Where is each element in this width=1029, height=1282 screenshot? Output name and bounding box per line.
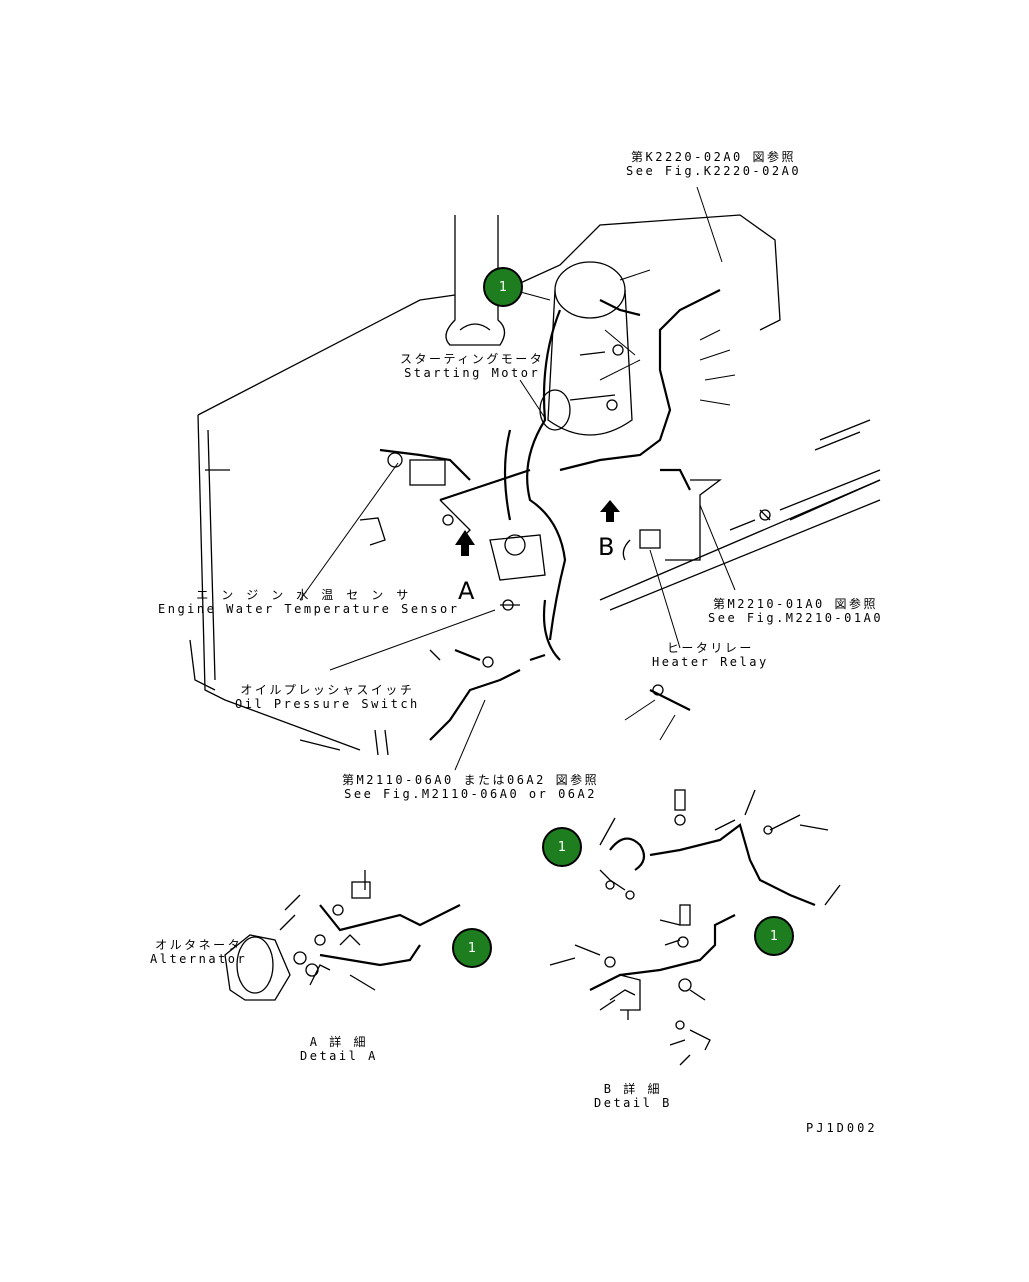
label-en: Detail B xyxy=(594,1096,672,1110)
oil-pressure-harness xyxy=(429,648,691,741)
label-jp: ヒータリレー xyxy=(666,641,754,655)
label-en: See Fig.M2110-06A0 or 06A2 xyxy=(344,787,597,801)
callout-part-1-detail-b-right[interactable]: 1 xyxy=(754,916,794,956)
drawing-code: PJ1D002 xyxy=(806,1121,878,1135)
label-en: See Fig.M2210-01A0 xyxy=(708,611,884,625)
label-jp: オルタネータ xyxy=(155,938,243,952)
detail-a-drawing xyxy=(224,870,461,1001)
label-jp: 第K2220-02A0 図参照 xyxy=(631,150,797,164)
label-jp: 第M2110-06A0 または06A2 図参照 xyxy=(342,773,600,787)
label-en: Alternator xyxy=(150,952,248,966)
label-jp: B 詳 細 xyxy=(603,1082,662,1096)
label-detail-b: B 詳 細 Detail B xyxy=(594,1082,672,1110)
engine-body-outline xyxy=(189,214,881,756)
label-see-fig-m2110: 第M2110-06A0 または06A2 図参照 See Fig.M2110-06… xyxy=(342,773,599,801)
label-jp: オイルプレッシャスイッチ xyxy=(240,683,415,697)
label-en: Detail A xyxy=(300,1049,378,1063)
label-jp: 第M2210-01A0 図参照 xyxy=(713,597,879,611)
callout-part-1-detail-a[interactable]: 1 xyxy=(452,928,492,968)
callout-part-1[interactable]: 1 xyxy=(483,267,523,307)
callout-part-1-detail-b-left[interactable]: 1 xyxy=(542,827,582,867)
label-starting-motor: スターティングモータ Starting Motor xyxy=(400,352,544,380)
label-heater-relay: ヒータリレー Heater Relay xyxy=(652,641,769,669)
wire-harness xyxy=(379,289,721,661)
intake-pipe xyxy=(445,215,506,346)
label-detail-a: A 詳 細 Detail A xyxy=(300,1035,378,1063)
leader-lines xyxy=(299,186,736,771)
view-letter-b: B xyxy=(598,533,615,561)
label-jp: A 詳 細 xyxy=(309,1035,368,1049)
label-engine-water-temp-sensor: エンジン水温センサ Engine Water Temperature Senso… xyxy=(158,588,459,616)
label-see-fig-m2210: 第M2210-01A0 図参照 See Fig.M2210-01A0 xyxy=(708,597,883,625)
label-jp: スターティングモータ xyxy=(400,352,545,366)
label-en: Engine Water Temperature Sensor xyxy=(158,602,460,616)
view-letter-a: A xyxy=(458,577,475,605)
starting-motor xyxy=(539,261,633,436)
label-en: Starting Motor xyxy=(404,366,541,380)
view-arrows xyxy=(455,500,620,556)
label-en: Oil Pressure Switch xyxy=(235,697,420,711)
label-en: See Fig.K2220-02A0 xyxy=(626,164,802,178)
label-alternator: オルタネータ Alternator xyxy=(150,938,247,966)
label-jp: エンジン水温センサ xyxy=(196,588,422,602)
label-en: Heater Relay xyxy=(652,655,769,669)
label-see-fig-k2220: 第K2220-02A0 図参照 See Fig.K2220-02A0 xyxy=(626,150,801,178)
detail-b-drawing xyxy=(549,789,841,1066)
heater-relay-part xyxy=(622,479,771,561)
label-oil-pressure-switch: オイルプレッシャスイッチ Oil Pressure Switch xyxy=(235,683,420,711)
